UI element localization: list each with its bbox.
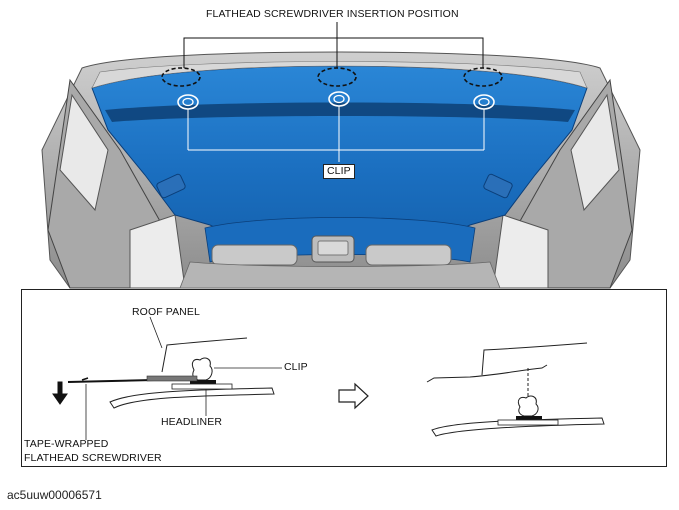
- roof-panel-line-right: [426, 364, 548, 383]
- insertion-position-label: FLATHEAD SCREWDRIVER INSERTION POSITION: [206, 8, 459, 20]
- detail-cross-section-box: ROOF PANEL CLIP HEADLINER TAPE-WRAPPED F…: [21, 289, 667, 467]
- right-visor: [365, 244, 452, 266]
- pry-direction-arrow: [52, 381, 68, 405]
- headliner-illustration: [41, 22, 641, 289]
- roof-panel-label: ROOF PANEL: [132, 306, 200, 318]
- clip-leader-lines: [187, 106, 485, 162]
- headliner-section-right: [431, 417, 605, 437]
- figure-id: ac5uuw00006571: [7, 488, 102, 502]
- tool-label-line2: FLATHEAD SCREWDRIVER: [24, 452, 162, 464]
- cross-section-illustration: [52, 316, 605, 440]
- transition-arrow: [338, 382, 369, 410]
- screwdriver-left: [67, 375, 198, 383]
- tool-label-line1: TAPE-WRAPPED: [24, 438, 109, 450]
- roof-panel-line-left: [161, 337, 248, 373]
- clip-shape-right: [517, 395, 539, 417]
- left-visor: [211, 244, 298, 266]
- title-leader-lines: [183, 22, 484, 68]
- clip-label: CLIP: [323, 164, 355, 179]
- insertion-position-left: [161, 67, 201, 87]
- headliner-section-left: [109, 387, 275, 409]
- detail-clip-label: CLIP: [284, 361, 308, 373]
- headliner-label: HEADLINER: [161, 416, 222, 428]
